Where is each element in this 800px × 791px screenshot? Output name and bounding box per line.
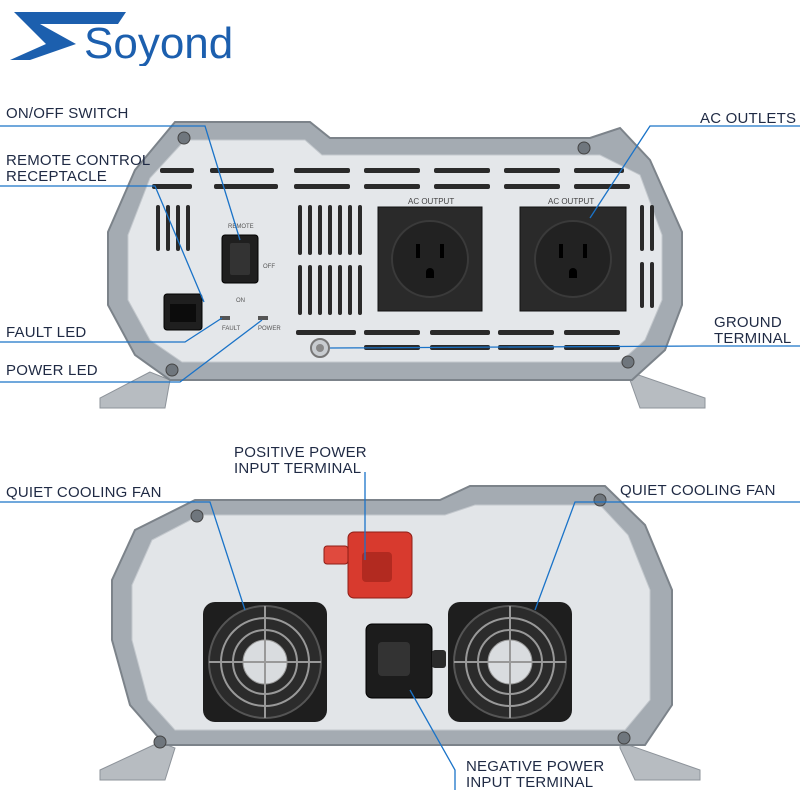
screw [165, 363, 179, 377]
rear-left-foot [99, 741, 176, 781]
right-fan-label: QUIET COOLING FAN [620, 482, 776, 499]
left-fan-label: QUIET COOLING FAN [6, 484, 162, 501]
remote-receptacle [163, 293, 203, 331]
front-unit: AC OUTPUT AC OUTPUT REMOTE OFF ON [99, 121, 706, 409]
off-text: OFF [263, 264, 275, 270]
power-led-label: POWER LED [6, 362, 98, 379]
ac-outlet-1: AC OUTPUT [377, 197, 483, 312]
remote-text: REMOTE [228, 224, 254, 230]
ground-terminal-label-line2: TERMINAL [714, 330, 792, 347]
screw [577, 141, 591, 155]
on-off-switch: REMOTE OFF ON [221, 224, 275, 304]
middle-vents [298, 205, 362, 315]
rear-callout-lines [0, 472, 800, 790]
left-cooling-fan [203, 602, 327, 722]
ac-outlet-1-label: AC OUTPUT [408, 197, 454, 206]
right-cooling-fan [448, 602, 572, 722]
front-left-foot [99, 371, 171, 409]
screw [621, 355, 635, 369]
ground-terminal-label-line1: GROUND [714, 314, 782, 331]
fault-text: FAULT [222, 326, 241, 332]
screw [593, 493, 607, 507]
on-text: ON [236, 298, 245, 304]
ac-outlet-2: AC OUTPUT [519, 197, 627, 312]
remote-control-label-line2: RECEPTACLE [6, 168, 107, 185]
soyond-logo: Soyond [10, 12, 233, 66]
ac-outlet-2-label: AC OUTPUT [548, 197, 594, 206]
on-off-switch-label: ON/OFF SWITCH [6, 105, 129, 122]
negative-terminal-label-line2: INPUT TERMINAL [466, 774, 594, 791]
negative-terminal [365, 623, 446, 699]
negative-terminal-label-line1: NEGATIVE POWER [466, 758, 605, 775]
right-vents [640, 205, 654, 308]
screw [177, 131, 191, 145]
screw [153, 735, 167, 749]
ac-outlets-label: AC OUTLETS [700, 110, 797, 127]
positive-terminal-label-line2: INPUT TERMINAL [234, 460, 362, 477]
logo-s-mark [10, 12, 126, 60]
positive-terminal [323, 531, 413, 599]
logo-wordmark: Soyond [84, 19, 233, 66]
positive-terminal-label-line1: POSITIVE POWER [234, 444, 367, 461]
rear-unit [99, 485, 701, 781]
screw [190, 509, 204, 523]
screw [617, 731, 631, 745]
power-led [258, 316, 268, 320]
front-right-foot [629, 371, 706, 409]
front-callout-lines [0, 125, 800, 383]
fault-led [220, 316, 230, 320]
top-vents [152, 168, 630, 189]
fault-led-label: FAULT LED [6, 324, 87, 341]
power-text: POWER [258, 326, 281, 332]
remote-control-label-line1: REMOTE CONTROL [6, 152, 151, 169]
ground-terminal-center [316, 344, 324, 352]
rear-right-foot [619, 741, 701, 781]
